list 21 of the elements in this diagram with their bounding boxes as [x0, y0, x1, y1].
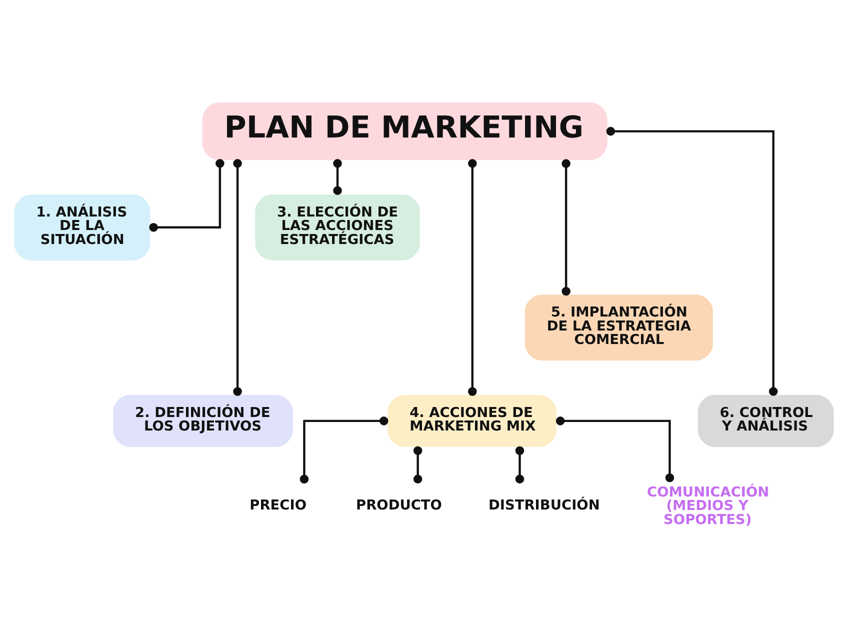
node-text: PRODUCTO: [356, 497, 442, 514]
node-text: DISTRIBUCIÓN: [488, 497, 600, 514]
connector: [233, 159, 242, 396]
connector: [300, 416, 388, 484]
connector: [515, 446, 524, 484]
node-box: 5. IMPLANTACIÓN DE LA ESTRATEGIA COMERCIAL: [524, 294, 713, 361]
node-text: PRECIO: [250, 497, 306, 514]
node-box: PLAN DE MARKETING: [202, 102, 608, 160]
connector: [149, 159, 224, 232]
connector: [556, 416, 674, 482]
connector: [562, 159, 570, 296]
node-box: 6. CONTROL Y ANÁLISIS: [698, 394, 834, 448]
node-box: 3. ELECCIÓN DE LAS ACCIONES ESTRATÉGICAS: [255, 194, 420, 260]
connector: [333, 159, 342, 195]
node-box: 4. ACCIONES DE MARKETING MIX: [388, 394, 556, 448]
node-text: COMUNICACIÓN (MEDIOS Y SOPORTES): [647, 484, 770, 528]
connector: [606, 126, 778, 396]
node-box: 1. ANÁLISIS DE LA SITUACIÓN: [14, 194, 150, 260]
connector: [413, 446, 422, 484]
connector: [468, 159, 477, 396]
node-box: 2. DEFINICIÓN DE LOS OBJETIVOS: [113, 394, 293, 448]
